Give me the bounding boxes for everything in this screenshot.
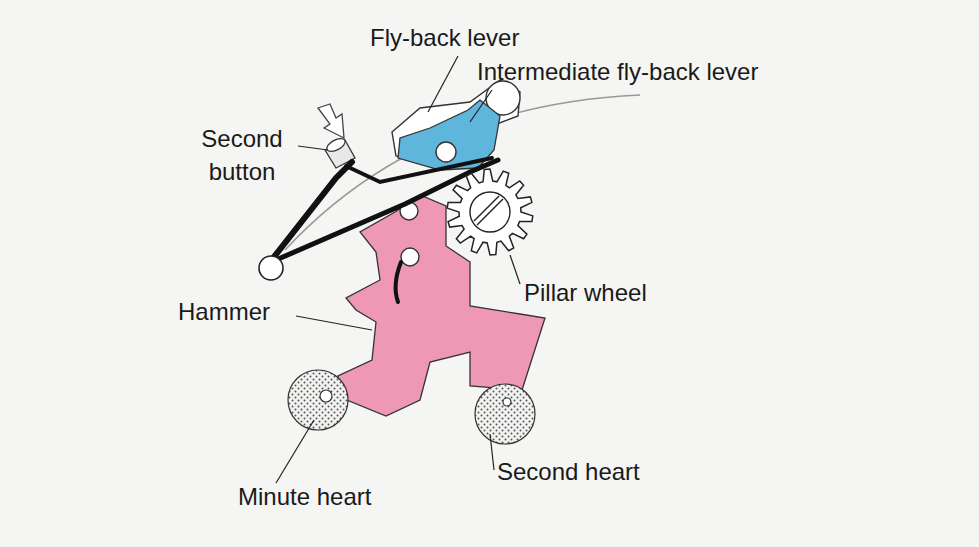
leader-line [298,146,328,150]
part-label: Minute heart [238,483,371,511]
leader-line [510,255,520,284]
hammer-pin [401,248,419,266]
push-arrow [318,104,344,138]
part-label: Second button [188,122,296,188]
pillar-wheel [447,169,533,255]
part-label: Pillar wheel [524,279,647,307]
leader-line [296,316,372,330]
second-heart [475,384,535,444]
hammer-spring [396,262,401,302]
leader-line [276,420,314,483]
part-label: Intermediate fly-back lever [477,58,758,86]
leader-line [490,434,494,470]
lever-pivot [259,256,283,280]
part-label: Fly-back lever [370,24,519,52]
part-label: Second heart [497,458,640,486]
leader-line [428,56,458,112]
leader-line [470,90,492,122]
minute-heart [288,370,348,430]
lever-pin [436,142,456,162]
leader-lines [276,56,520,483]
part-label: Hammer [178,298,270,326]
